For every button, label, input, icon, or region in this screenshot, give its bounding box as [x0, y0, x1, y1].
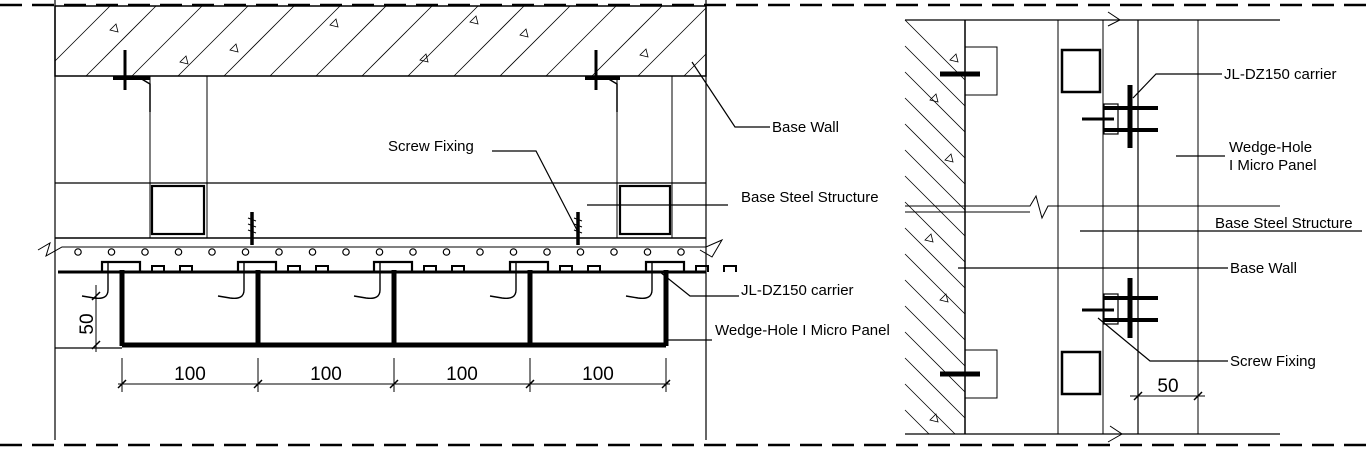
- label-screw-fixing-left: Screw Fixing: [388, 138, 579, 233]
- right-top-break: [1107, 11, 1121, 27]
- dimension-spacing-2: 100: [310, 364, 342, 385]
- label-base-wall-right: Base Wall: [958, 260, 1297, 277]
- carrier-profile: [58, 260, 737, 300]
- label-base-steel-text: Base Steel Structure: [741, 189, 879, 206]
- label-carrier-text: JL-DZ150 carrier: [741, 282, 854, 299]
- right-mid-break: [905, 194, 1280, 220]
- label-panel-left: Wedge-Hole I Micro Panel: [666, 322, 890, 341]
- label-panel-right: Wedge-Hole I Micro Panel: [1176, 139, 1317, 174]
- right-lower-steel: [940, 349, 1102, 399]
- right-upper-steel: [940, 46, 1102, 96]
- label-base-steel-left: Base Steel Structure: [587, 189, 879, 206]
- label-panel-right-line2: I Micro Panel: [1229, 157, 1317, 174]
- dimension-spacing-1: 100: [174, 364, 206, 385]
- carrier-perforations: [74, 248, 685, 256]
- label-carrier-right-text: JL-DZ150 carrier: [1224, 66, 1337, 83]
- label-carrier-right: JL-DZ150 carrier: [1132, 66, 1337, 99]
- dimension-depth-right: 50: [1130, 376, 1205, 404]
- right-upper-carrier: [1082, 85, 1158, 148]
- steel-tube-right: [618, 184, 672, 236]
- label-base-wall-text: Base Wall: [772, 119, 839, 136]
- label-panel-text: Wedge-Hole I Micro Panel: [715, 322, 890, 339]
- label-carrier-left: JL-DZ150 carrier: [659, 271, 854, 299]
- right-section-view: 50 JL-DZ150 carrier Wedge-Hole I Micro P…: [904, 11, 1362, 443]
- label-panel-right-line1: Wedge-Hole: [1229, 139, 1312, 156]
- label-base-wall-left: Base Wall: [691, 61, 839, 136]
- label-base-steel-right: Base Steel Structure: [1080, 215, 1362, 232]
- dimension-depth-right-text: 50: [1157, 376, 1178, 397]
- anchor-bolt-left: [113, 50, 151, 112]
- label-base-steel-right-text: Base Steel Structure: [1215, 215, 1353, 232]
- label-screw-fixing-text: Screw Fixing: [388, 138, 474, 155]
- right-lower-carrier: [1082, 278, 1158, 338]
- anchor-bolt-right: [585, 50, 620, 112]
- screw-right: [573, 212, 583, 245]
- base-wall-concrete: [54, 5, 707, 77]
- dimension-spacing-4: 100: [582, 364, 614, 385]
- dimension-depth-text: 50: [77, 313, 98, 334]
- left-section-view: 50 100 100 100 100 Base Wall Sc: [37, 0, 890, 440]
- label-screw-fixing-right: Screw Fixing: [1097, 317, 1316, 370]
- steel-tube-left: [150, 184, 206, 236]
- label-screw-fixing-right-text: Screw Fixing: [1230, 353, 1316, 370]
- screw-left: [247, 212, 257, 245]
- dimension-depth-left: 50: [77, 285, 101, 352]
- right-bottom-break: [1107, 425, 1123, 443]
- label-base-wall-right-text: Base Wall: [1230, 260, 1297, 277]
- wedge-hole-micro-panel: [55, 270, 669, 349]
- left-break-line: [37, 238, 724, 258]
- dimension-spacing-3: 100: [446, 364, 478, 385]
- base-steel-structure-frame: [55, 76, 706, 239]
- dimension-chain-left: 100 100 100 100: [117, 358, 671, 392]
